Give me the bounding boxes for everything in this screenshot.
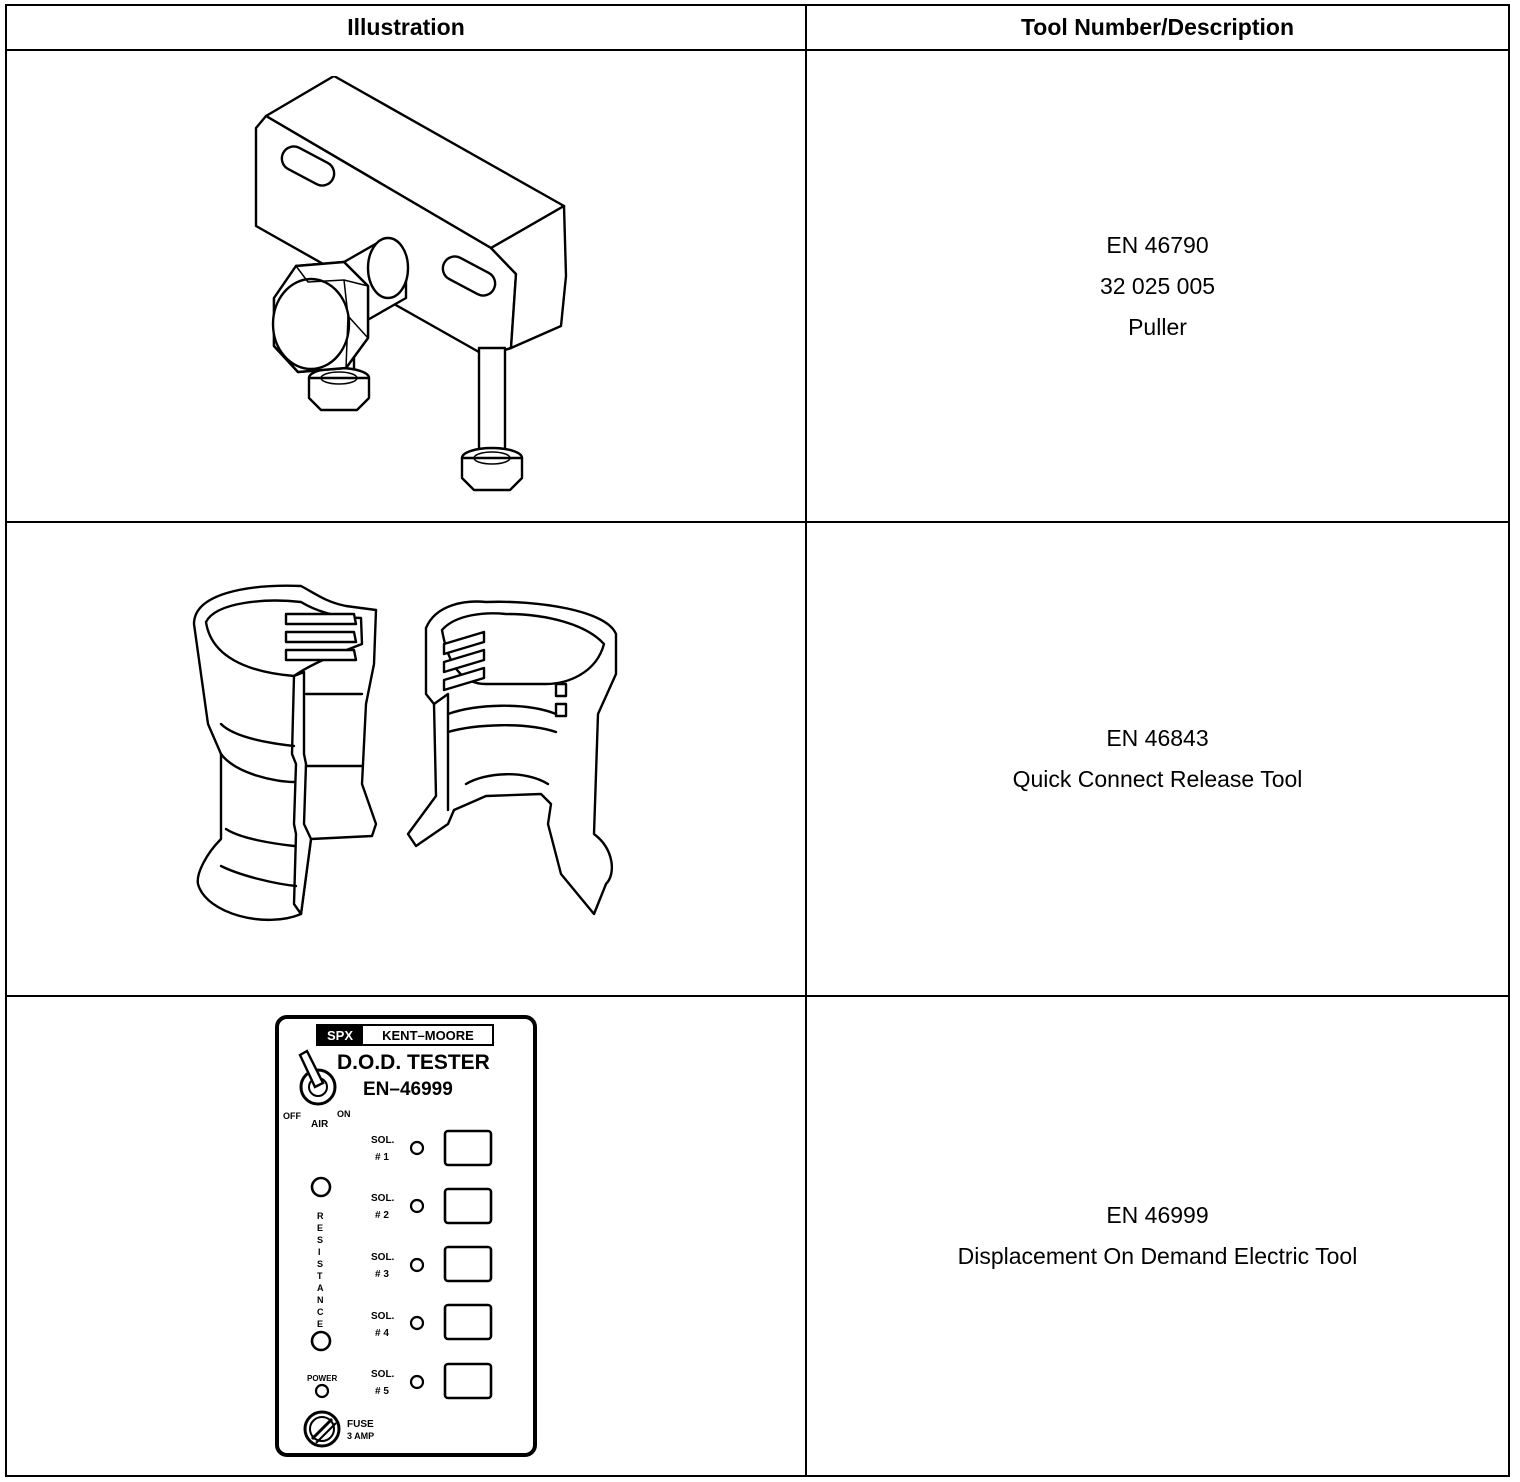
solenoid-button-1[interactable]	[443, 1129, 493, 1167]
svg-text:S: S	[317, 1259, 323, 1269]
svg-text:A: A	[317, 1283, 324, 1293]
svg-text:# 2: # 2	[375, 1210, 389, 1221]
svg-text:SOL.: SOL.	[371, 1193, 395, 1204]
resistance-jack-bottom[interactable]	[310, 1330, 332, 1352]
table-row: EN 46843 Quick Connect Release Tool	[5, 521, 1510, 997]
table-header-row: Illustration Tool Number/Description	[5, 4, 1510, 51]
solenoid-indicator-3	[409, 1257, 425, 1273]
svg-text:C: C	[317, 1307, 324, 1317]
svg-text:T: T	[317, 1271, 323, 1281]
solenoid-indicator-4	[409, 1315, 425, 1331]
brand-kent-moore: KENT–MOORE	[382, 1028, 474, 1043]
svg-text:SOL.: SOL.	[371, 1135, 395, 1146]
tool-alt-number: 32 025 005	[1099, 272, 1216, 299]
solenoid-3: SOL. # 3	[371, 1245, 493, 1283]
svg-text:# 4: # 4	[375, 1328, 389, 1339]
fuse-rating: 3 AMP	[347, 1431, 374, 1441]
solenoid-1: SOL. # 1	[371, 1129, 493, 1167]
svg-text:# 5: # 5	[375, 1386, 389, 1397]
tool-description: Puller	[1128, 313, 1187, 340]
description-cell: EN 46843 Quick Connect Release Tool	[805, 521, 1510, 997]
solenoid-indicator-5	[409, 1374, 425, 1390]
solenoid-indicator-2	[409, 1198, 425, 1214]
brand-spx: SPX	[327, 1028, 353, 1043]
puller-icon	[254, 76, 568, 492]
tool-number: EN 46843	[1106, 725, 1209, 751]
illustration-cell: SPX KENT–MOORE D.O.D. TESTER EN–46999 OF…	[5, 995, 807, 1477]
power-label: POWER	[307, 1374, 337, 1383]
power-indicator-light	[314, 1383, 330, 1399]
description-cell: EN 46999 Displacement On Demand Electric…	[805, 995, 1510, 1477]
illustration-cell	[5, 521, 807, 997]
special-tools-table: Illustration Tool Number/Description	[5, 4, 1510, 1477]
illustration-cell	[5, 49, 807, 523]
quick-connect-release-tool-icon	[192, 584, 618, 922]
switch-air-label: AIR	[311, 1119, 329, 1130]
svg-text:R: R	[317, 1211, 324, 1221]
solenoid-4: SOL. # 4	[371, 1303, 493, 1341]
description-cell: EN 46790 32 025 005 Puller	[805, 49, 1510, 523]
svg-text:SOL.: SOL.	[371, 1369, 395, 1380]
svg-text:E: E	[317, 1223, 323, 1233]
tool-number: EN 46790	[1106, 231, 1209, 258]
air-toggle-switch[interactable]	[298, 1049, 337, 1106]
svg-text:I: I	[318, 1247, 321, 1257]
solenoid-indicator-1	[409, 1140, 425, 1156]
table-row: EN 46790 32 025 005 Puller	[5, 49, 1510, 523]
header-illustration: Illustration	[5, 4, 807, 51]
solenoid-button-4[interactable]	[443, 1303, 493, 1341]
table-row: SPX KENT–MOORE D.O.D. TESTER EN–46999 OF…	[5, 995, 1510, 1477]
fuse-label: FUSE	[347, 1419, 374, 1430]
svg-text:S: S	[317, 1235, 323, 1245]
svg-text:SOL.: SOL.	[371, 1252, 395, 1263]
svg-text:N: N	[317, 1295, 324, 1305]
tester-title: D.O.D. TESTER	[337, 1051, 490, 1074]
tool-description: Quick Connect Release Tool	[1012, 766, 1303, 792]
switch-off-label: OFF	[283, 1111, 301, 1121]
solenoid-2: SOL. # 2	[371, 1187, 493, 1225]
svg-text:# 1: # 1	[375, 1152, 389, 1163]
header-tool-number-description: Tool Number/Description	[805, 4, 1510, 51]
svg-text:E: E	[317, 1319, 323, 1329]
solenoid-button-2[interactable]	[443, 1187, 493, 1225]
solenoid-button-3[interactable]	[443, 1245, 493, 1283]
tester-model: EN–46999	[363, 1079, 453, 1100]
solenoid-button-5[interactable]	[443, 1362, 493, 1400]
tool-description: Displacement On Demand Electric Tool	[957, 1243, 1358, 1269]
dod-tester-panel-icon: SPX KENT–MOORE D.O.D. TESTER EN–46999 OF…	[275, 1015, 537, 1457]
svg-text:SOL.: SOL.	[371, 1311, 395, 1322]
svg-text:# 3: # 3	[375, 1269, 389, 1280]
resistance-jack-top[interactable]	[310, 1176, 332, 1198]
solenoid-5: SOL. # 5	[371, 1362, 493, 1400]
resistance-label: R E S I S T A N C E	[317, 1211, 324, 1329]
switch-on-label: ON	[337, 1109, 351, 1119]
tool-number: EN 46999	[1106, 1202, 1209, 1228]
fuse-holder[interactable]	[303, 1410, 341, 1448]
